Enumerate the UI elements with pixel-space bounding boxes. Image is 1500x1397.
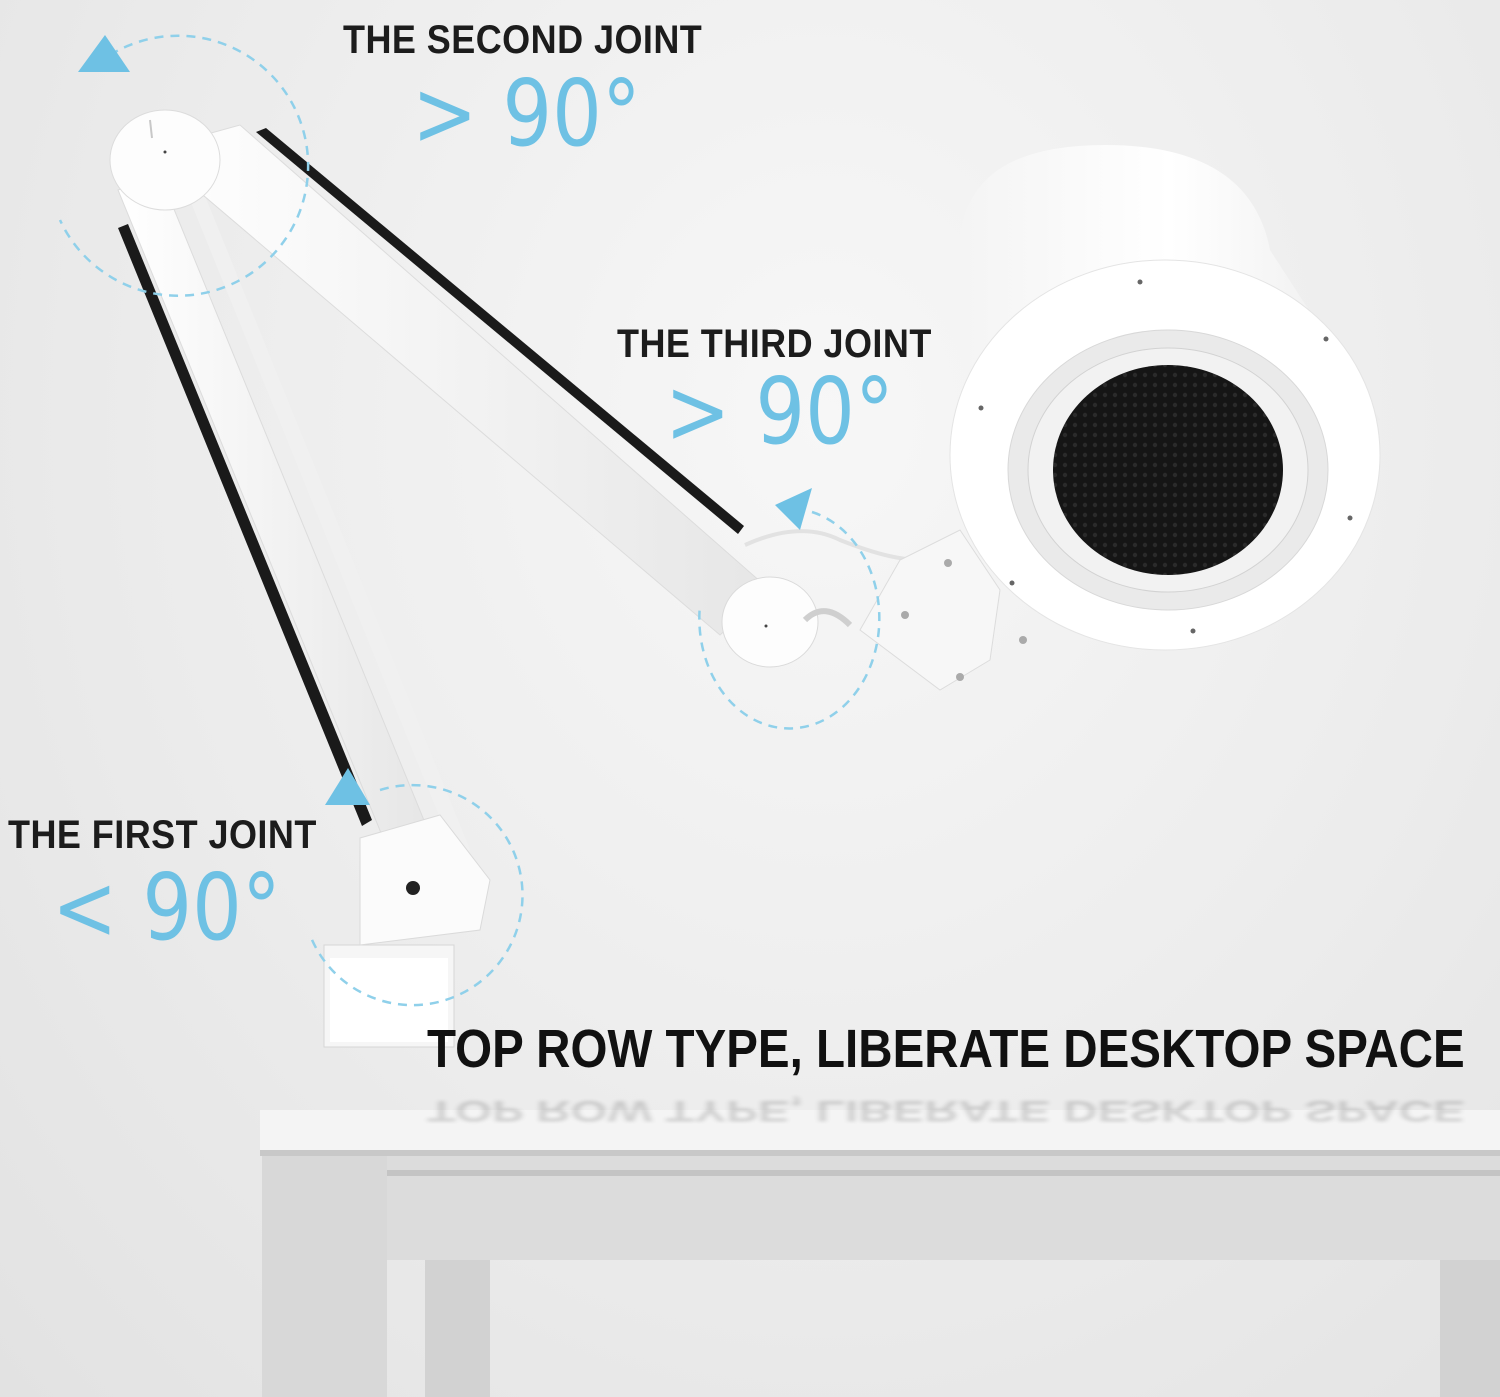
lower-arm: [117, 174, 470, 855]
caption: TOP ROW TYPE, LIBERATE DESKTOP SPACE: [427, 1019, 1465, 1079]
second-joint-disc: [109, 109, 221, 211]
first-joint-label: THE FIRST JOINT: [8, 813, 317, 857]
first-joint-rotation-indicator: [308, 768, 524, 1007]
up-arrow-icon: [325, 768, 370, 805]
second-joint-label: THE SECOND JOINT: [343, 18, 703, 62]
first-joint-angle: < 90°: [52, 854, 281, 961]
third-joint-label: THE THIRD JOINT: [617, 322, 932, 366]
first-joint-housing: [359, 814, 491, 946]
clamp-base: [323, 944, 455, 1048]
third-joint-rotation-indicator: [698, 488, 881, 730]
third-joint: [721, 529, 1027, 691]
second-joint-angle: > 90°: [412, 60, 641, 167]
up-arrow-icon: [78, 35, 130, 72]
second-joint-rotation-indicator: [58, 34, 310, 297]
third-joint-angle: > 90°: [665, 358, 894, 465]
lamp-head: [949, 145, 1381, 651]
caption-reflection: TOP ROW TYPE, LIBERATE DESKTOP SPACE: [427, 1094, 1465, 1128]
desk: [260, 1110, 1500, 1397]
up-arrow-icon: [775, 488, 812, 530]
